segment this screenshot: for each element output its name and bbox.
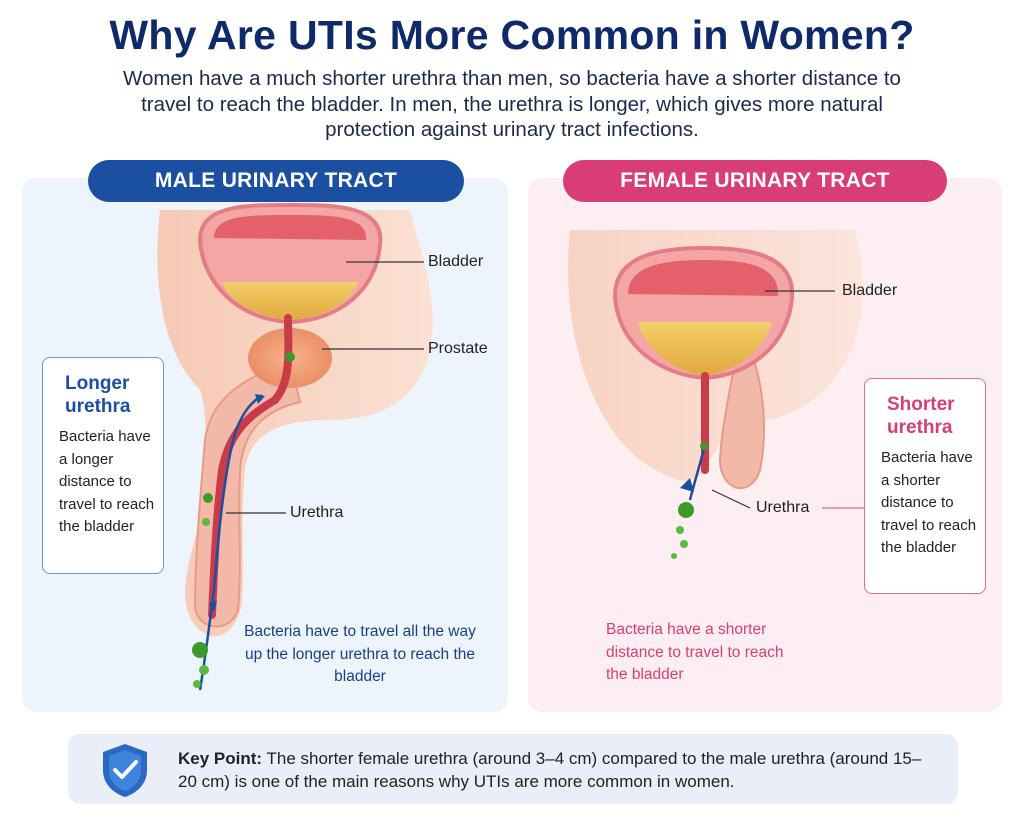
male-callout-title: Longer urethra <box>65 373 131 417</box>
bacteria-icon <box>203 493 213 503</box>
female-callout-text: Bacteria have a shorter distance to trav… <box>881 449 977 556</box>
bacteria-icon <box>700 442 708 450</box>
female-bladder-label: Bladder <box>842 282 898 299</box>
bacteria-icon <box>671 553 677 559</box>
key-point-text: Key Point: The shorter female urethra (a… <box>178 747 938 793</box>
page-title: Why Are UTIs More Common in Women? <box>109 12 915 58</box>
key-point-body: The shorter female urethra (around 3–4 c… <box>178 749 922 791</box>
page-subtitle: Women have a much shorter urethra than m… <box>123 67 901 141</box>
female-urethra-label: Urethra <box>756 499 810 516</box>
male-urine <box>222 282 358 320</box>
bacteria-icon <box>285 352 295 362</box>
male-note: Bacteria have to travel all the way up t… <box>244 623 476 685</box>
male-bacteria-path <box>198 394 263 691</box>
male-bladder-label: Bladder <box>428 253 484 270</box>
key-point-label: Key Point: <box>178 749 263 768</box>
female-callout: Shorter urethra Bacteria have a shorter … <box>864 378 986 594</box>
arrow-up-icon <box>680 478 694 492</box>
bacteria-icon <box>202 518 210 526</box>
male-urethra-label: Urethra <box>290 504 344 521</box>
male-callout-text: Bacteria have a longer distance to trave… <box>59 428 155 535</box>
male-bladder-inner <box>214 215 367 240</box>
female-bacteria-path <box>688 447 706 501</box>
male-callout: Longer urethra Bacteria have a longer di… <box>42 357 164 574</box>
female-callout-title: Shorter urethra <box>887 394 955 438</box>
female-urine <box>638 322 772 376</box>
female-bladder-inner <box>628 260 779 296</box>
arrow-up-icon <box>209 600 217 612</box>
key-point-box: Key Point: The shorter female urethra (a… <box>68 734 958 804</box>
shield-check-icon <box>103 744 147 797</box>
female-uterus-vagina <box>718 327 765 490</box>
bacteria-icon <box>680 540 688 548</box>
male-illustration <box>157 202 433 691</box>
male-section-header: MALE URINARY TRACT <box>88 160 464 202</box>
bacteria-icon <box>193 680 201 688</box>
female-section-header: FEMALE URINARY TRACT <box>563 160 947 202</box>
male-prostate-label: Prostate <box>428 340 488 357</box>
bacteria-icon <box>678 502 694 518</box>
bacteria-icon <box>676 526 684 534</box>
arrow-up-icon <box>255 394 265 404</box>
male-penis-shaft <box>193 358 302 628</box>
female-note: Bacteria have a shorter distance to trav… <box>606 621 784 683</box>
urethra-leader-line <box>711 489 751 509</box>
female-illustration <box>568 230 864 559</box>
bacteria-icon <box>192 642 208 658</box>
bacteria-icon <box>199 665 209 675</box>
